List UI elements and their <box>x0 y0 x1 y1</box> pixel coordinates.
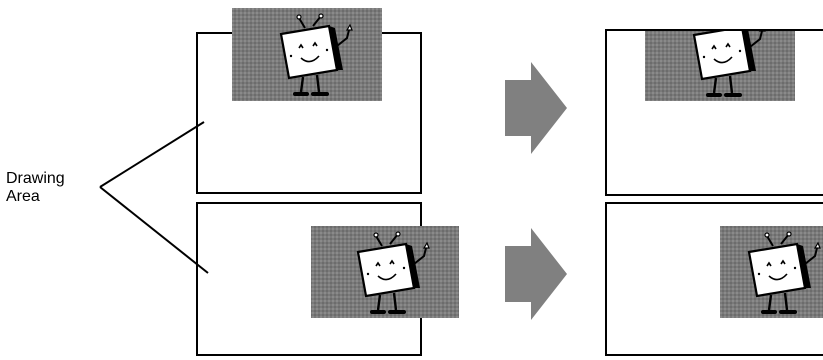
panel-top-left <box>196 8 422 194</box>
label-line-2: Area <box>6 188 40 205</box>
label-line-1: Drawing <box>6 170 65 187</box>
arrow-bottom <box>505 228 567 320</box>
drawing-area-label: Drawing Area <box>6 170 65 206</box>
right-arrow-icon <box>505 228 567 320</box>
panel-bottom-right <box>605 202 823 356</box>
panel-bottom-left <box>196 202 459 356</box>
right-arrow-icon <box>505 62 567 154</box>
arrow-top <box>505 62 567 154</box>
panel-top-right <box>605 29 823 196</box>
callout-lines <box>99 121 209 274</box>
